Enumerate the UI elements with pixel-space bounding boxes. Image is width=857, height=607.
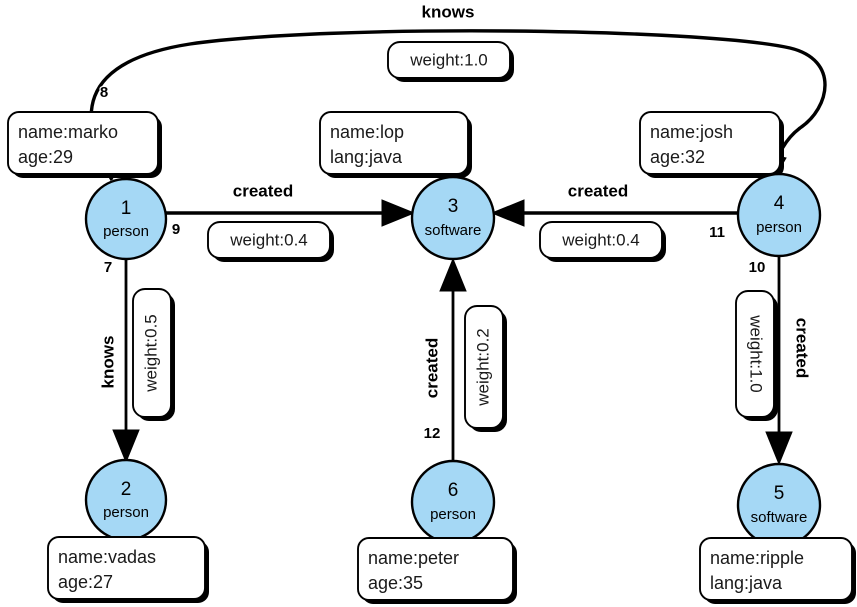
edge-label-9: created: [233, 181, 293, 200]
node-3[interactable]: 3 software: [410, 175, 496, 261]
edge-10-arrowhead: [765, 431, 793, 466]
edge-12-arrowhead: [439, 257, 467, 292]
prop-box-node-5: name:ripple lang:java: [699, 537, 856, 604]
edge-label-12: created: [422, 338, 441, 398]
node-5-circle[interactable]: [736, 462, 822, 548]
edge-12-created-6-to-3[interactable]: [439, 257, 467, 461]
node-1-label: person: [103, 223, 149, 240]
prop-node-5-line-0: name:ripple: [710, 548, 804, 568]
prop-node-2-line-1: age:27: [58, 572, 113, 592]
prop-box-node-4: name:josh age:32: [639, 111, 784, 178]
edge-7-arrowhead: [112, 429, 140, 464]
edge-label-10: created: [793, 318, 812, 378]
node-6-circle[interactable]: [410, 459, 496, 545]
node-1-circle[interactable]: [84, 177, 168, 261]
prop-box-node-2: name:vadas age:27: [47, 536, 209, 603]
prop-box-node-1: name:marko age:29: [7, 111, 162, 178]
weight-box-edge-8: weight:1.0: [387, 41, 514, 82]
edge-id-12: 12: [424, 425, 441, 442]
prop-node-1-line-1: age:29: [18, 147, 73, 167]
node-4[interactable]: 4 person: [736, 172, 822, 258]
node-4-id: 4: [774, 193, 785, 214]
weight-box-edge-12: weight:0.2: [464, 305, 507, 432]
node-4-label: person: [756, 219, 802, 236]
edge-id-11: 11: [709, 224, 725, 241]
weight-edge-7: weight:0.5: [141, 314, 160, 393]
edge-id-10: 10: [749, 259, 766, 276]
node-6-id: 6: [448, 480, 459, 501]
edge-id-7: 7: [104, 259, 112, 276]
edge-label-11: created: [568, 181, 628, 200]
weight-edge-12: weight:0.2: [473, 328, 492, 407]
prop-node-3-line-0: name:lop: [330, 122, 404, 142]
edge-8-path: [89, 29, 827, 181]
node-3-label: software: [425, 222, 482, 239]
node-3-circle[interactable]: [410, 175, 496, 261]
edge-11-created-4-to-3[interactable]: [490, 199, 739, 227]
prop-box-node-3: name:lop lang:java: [319, 111, 472, 178]
edge-label-7: knows: [98, 336, 117, 389]
edge-9-arrowhead: [381, 199, 416, 227]
node-4-circle[interactable]: [736, 172, 822, 258]
edge-id-8: 8: [100, 84, 108, 101]
weight-edge-10: weight:1.0: [747, 314, 766, 393]
prop-node-5-line-1: lang:java: [710, 573, 783, 593]
prop-node-2-line-0: name:vadas: [58, 547, 156, 567]
edge-11-arrowhead: [490, 199, 525, 227]
prop-node-6-line-1: age:35: [368, 573, 423, 593]
edge-7-knows-1-to-2[interactable]: [112, 259, 140, 464]
weight-edge-9: weight:0.4: [229, 230, 308, 249]
prop-box-node-6: name:peter age:35: [357, 537, 517, 604]
node-5-id: 5: [774, 483, 785, 504]
node-5[interactable]: 5 software: [736, 462, 822, 548]
node-5-label: software: [751, 509, 808, 526]
prop-node-4-line-0: name:josh: [650, 122, 733, 142]
prop-node-1-line-0: name:marko: [18, 122, 118, 142]
edge-label-8: knows: [422, 2, 475, 21]
prop-node-6-line-0: name:peter: [368, 548, 459, 568]
node-3-id: 3: [448, 196, 459, 217]
edge-10-created-4-to-5[interactable]: [765, 256, 793, 466]
node-6[interactable]: 6 person: [410, 459, 496, 545]
node-2[interactable]: 2 person: [84, 458, 168, 542]
weight-box-edge-10: weight:1.0: [735, 290, 778, 421]
node-1[interactable]: 1 person: [84, 177, 168, 261]
weight-edge-11: weight:0.4: [561, 230, 640, 249]
weight-edge-8: weight:1.0: [409, 50, 488, 69]
node-2-label: person: [103, 504, 149, 521]
node-2-id: 2: [121, 479, 132, 500]
prop-node-4-line-1: age:32: [650, 147, 705, 167]
edge-9-created-1-to-3[interactable]: [166, 199, 416, 227]
weight-box-edge-9: weight:0.4: [207, 221, 334, 262]
weight-box-edge-11: weight:0.4: [539, 221, 666, 262]
edge-id-9: 9: [172, 221, 180, 238]
node-1-id: 1: [121, 198, 132, 219]
prop-node-3-line-1: lang:java: [330, 147, 403, 167]
node-6-label: person: [430, 506, 476, 523]
weight-box-edge-7: weight:0.5: [132, 288, 175, 421]
